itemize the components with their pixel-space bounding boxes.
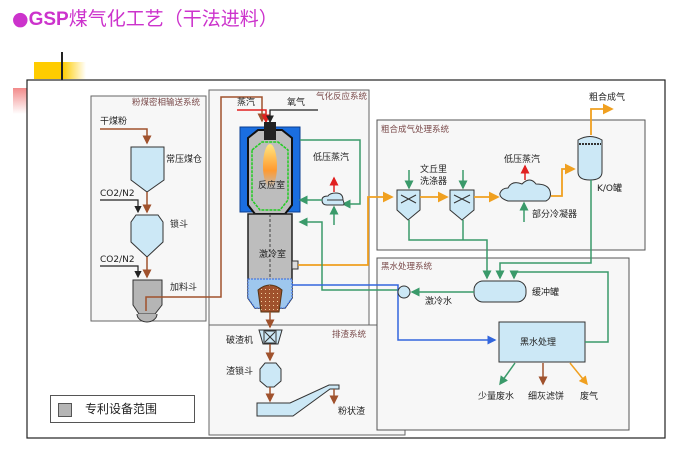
label-quench-water: 激冷水 xyxy=(425,295,452,307)
flow-blackwater xyxy=(292,284,497,345)
vessel-buffer-tank xyxy=(473,280,527,303)
label-partial-condenser: 部分冷凝器 xyxy=(532,208,577,220)
flow-to-ko-drum xyxy=(551,163,576,197)
vessel-ko-drum xyxy=(577,136,603,181)
flow-dry-coal xyxy=(100,128,152,145)
title-brand: GSP xyxy=(28,9,69,30)
flow-waste-water xyxy=(499,362,516,386)
flow-waste-gas xyxy=(569,362,588,386)
decor-vertical-line xyxy=(61,52,63,80)
label-co2n2-1: CO2/N2 xyxy=(100,189,135,199)
quench-water-pump xyxy=(397,285,411,299)
vessel-lock-hopper xyxy=(130,214,164,258)
burner xyxy=(264,122,276,140)
flow-syngas-to-venturi xyxy=(298,191,394,266)
vessel-slag-lock xyxy=(259,362,282,388)
label-lock-hopper: 锁斗 xyxy=(170,218,188,230)
venturi-2-spray xyxy=(453,194,471,204)
label-dry-coal: 干煤粉 xyxy=(100,115,127,127)
slag-pile xyxy=(257,284,283,313)
flow-raw-syngas-out xyxy=(590,103,614,135)
legend-label: 专利设备范围 xyxy=(85,402,158,416)
flow-jacket-water-out xyxy=(300,139,361,209)
label-feed-hopper: 加料斗 xyxy=(170,281,197,293)
vessel-venturi-2 xyxy=(449,189,475,221)
label-oxygen: 氧气 xyxy=(287,96,305,108)
slag-crusher-box xyxy=(263,330,277,344)
label-waste-water: 少量废水 xyxy=(478,390,514,402)
flow-treated-water-return xyxy=(509,270,609,343)
flow-steam xyxy=(237,109,271,124)
title-text: 煤气化工艺（干法进料） xyxy=(68,8,278,30)
label-lp-steam-2: 低压蒸汽 xyxy=(504,153,540,165)
flow-coal-to-burner xyxy=(145,96,267,311)
label-blackwater-treatment: 黑水处理 xyxy=(520,336,556,348)
flow-scrubber-drain xyxy=(408,220,492,280)
system-label-syngas: 粗合成气处理系统 xyxy=(381,124,450,135)
flow-quench-water-in xyxy=(298,217,398,291)
vessel-partial-condenser xyxy=(499,179,551,202)
label-ko-drum: K/O罐 xyxy=(597,182,622,194)
bullet-icon: ● xyxy=(12,8,29,30)
decor-yellow-bar xyxy=(34,62,86,79)
system-label-coal-feed: 粉煤密相输送系统 xyxy=(132,97,201,108)
label-fine-slag: 粉状渣 xyxy=(338,405,365,417)
label-lp-steam-1: 低压蒸汽 xyxy=(313,151,349,163)
vessel-atm-bin xyxy=(130,146,165,193)
flow-co2n2-1 xyxy=(100,199,142,214)
label-slag-crusher: 破渣机 xyxy=(226,334,253,346)
membrane-wall xyxy=(251,141,289,211)
label-co2n2-2: CO2/N2 xyxy=(100,255,135,265)
system-box-slag xyxy=(208,324,406,436)
syngas-outlet xyxy=(291,260,299,270)
flow-co2n2-2 xyxy=(100,265,142,279)
label-reaction-chamber: 反应室 xyxy=(258,179,285,191)
vessel-blackwater-treatment xyxy=(498,321,586,363)
label-steam: 蒸汽 xyxy=(237,96,255,108)
legend: 专利设备范围 xyxy=(50,395,195,423)
system-label-slag: 排渣系统 xyxy=(332,329,367,340)
system-label-blackwater: 黑水处理系统 xyxy=(381,261,433,272)
system-label-gasification: 气化反应系统 xyxy=(316,91,368,102)
label-slag-lock: 渣锁斗 xyxy=(226,365,253,377)
label-venturi: 文丘里 xyxy=(420,163,447,175)
feed-hopper-bottom xyxy=(136,313,158,323)
label-raw-syngas: 粗合成气 xyxy=(589,91,625,103)
flow-oxygen xyxy=(266,109,318,124)
label-filter-cake: 细灰滤饼 xyxy=(528,390,564,402)
slag-conveyor xyxy=(256,384,340,417)
decor-red-bar xyxy=(13,88,27,114)
steam-drum-1 xyxy=(321,192,345,206)
label-waste-gas: 废气 xyxy=(580,390,598,402)
label-buffer-tank: 缓冲罐 xyxy=(532,286,559,298)
label-scrubber: 洗涤器 xyxy=(420,175,447,187)
vessel-venturi-1 xyxy=(396,189,421,221)
flame xyxy=(263,144,277,188)
venturi-1-spray xyxy=(400,194,417,204)
label-atm-bin: 常压煤仓 xyxy=(166,153,202,165)
label-quench-chamber: 激冷室 xyxy=(259,248,286,260)
flow-ko-drain xyxy=(495,180,592,280)
slide-title: ●GSP煤气化工艺（干法进料） xyxy=(12,4,278,31)
legend-swatch-patent xyxy=(58,403,72,417)
slag-crusher-x-icon xyxy=(264,331,276,343)
